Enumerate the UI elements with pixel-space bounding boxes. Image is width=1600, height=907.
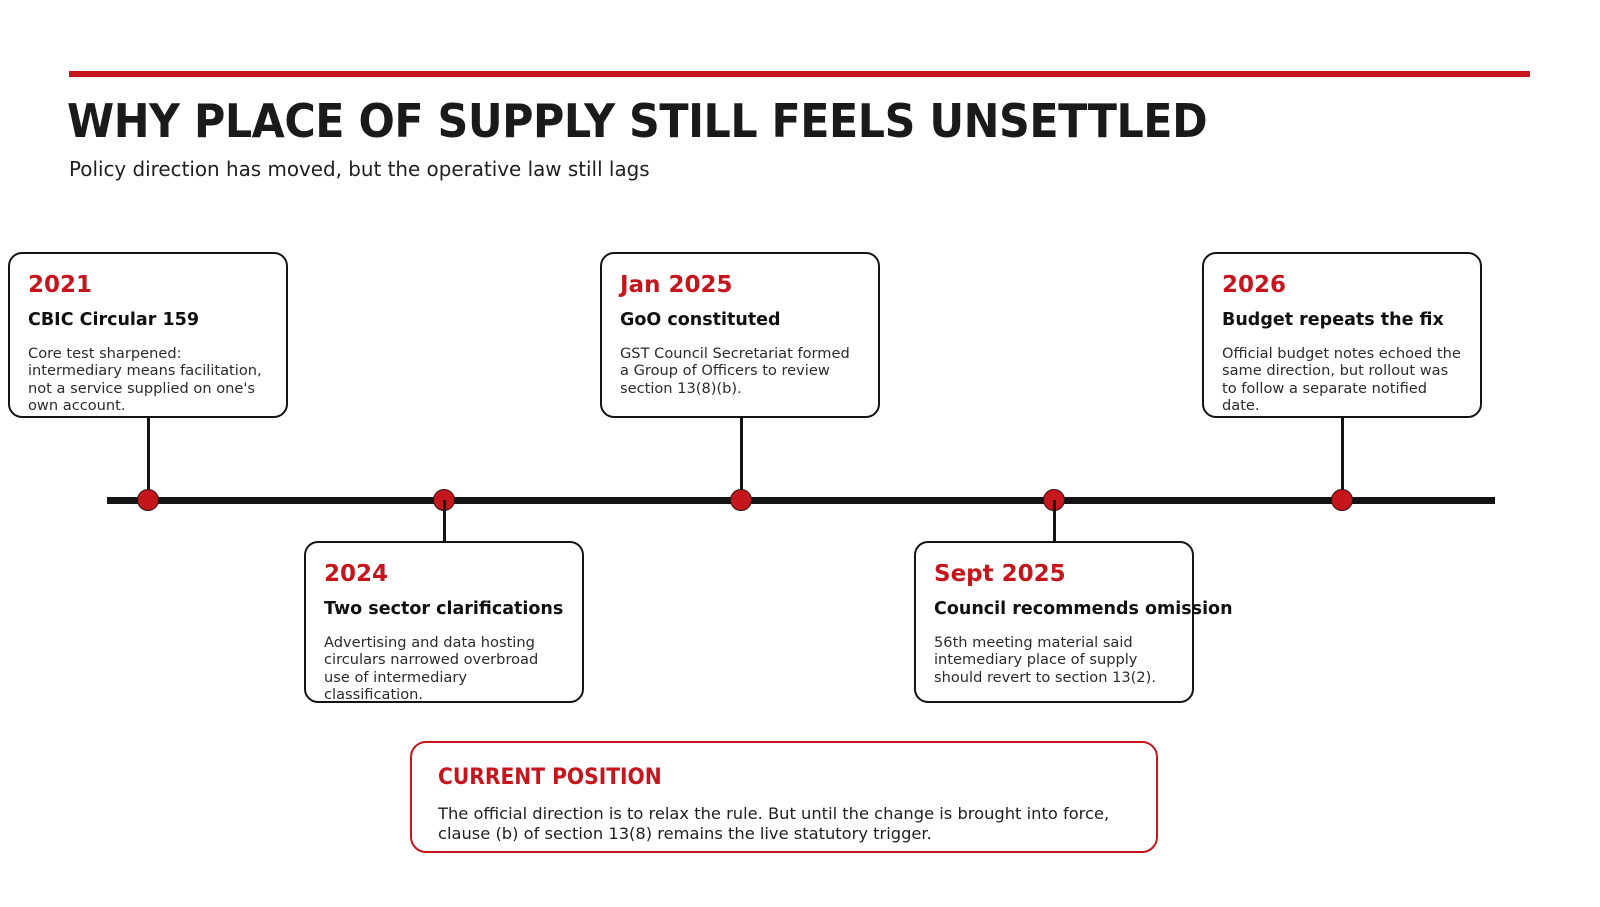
card-body: 56th meeting material said intemediary p…: [934, 634, 1156, 686]
timeline-stem-sept-2025: [1052, 500, 1056, 543]
timeline-card-2024: 2024 Two sector clarifications Advertisi…: [304, 541, 584, 703]
page-title: WHY PLACE OF SUPPLY STILL FEELS UNSETTLE…: [67, 94, 1208, 148]
timeline-card-jan-2025: Jan 2025 GoO constituted GST Council Sec…: [600, 252, 880, 418]
card-year: 2021: [28, 272, 93, 298]
page-subtitle: Policy direction has moved, but the oper…: [69, 157, 650, 181]
card-body: GST Council Secretariat formed a Group o…: [620, 345, 850, 397]
card-body: Official budget notes echoed the same di…: [1222, 345, 1461, 415]
timeline-stem-2024: [442, 500, 446, 543]
card-body: Core test sharpened: intermediary means …: [28, 345, 262, 415]
card-headline: Budget repeats the fix: [1222, 310, 1444, 330]
timeline-stem-2026: [1340, 418, 1344, 500]
header-accent-rule: [69, 71, 1530, 77]
card-headline: Two sector clarifications: [324, 599, 564, 619]
timeline-node-jan-2025: [730, 489, 752, 511]
timeline-node-2021: [137, 489, 159, 511]
callout-body: The official direction is to relax the r…: [438, 804, 1110, 843]
timeline-axis: [107, 497, 1495, 504]
current-position-callout: CURRENT POSITION The official direction …: [410, 741, 1158, 853]
card-headline: CBIC Circular 159: [28, 310, 199, 330]
card-year: Jan 2025: [620, 272, 733, 298]
card-year: Sept 2025: [934, 561, 1066, 587]
card-headline: GoO constituted: [620, 310, 781, 330]
card-year: 2026: [1222, 272, 1287, 298]
card-year: 2024: [324, 561, 389, 587]
timeline-card-2021: 2021 CBIC Circular 159 Core test sharpen…: [8, 252, 288, 418]
timeline-stem-2021: [146, 418, 150, 500]
callout-title: CURRENT POSITION: [438, 765, 662, 790]
timeline-card-2026: 2026 Budget repeats the fix Official bud…: [1202, 252, 1482, 418]
timeline-node-2026: [1331, 489, 1353, 511]
timeline-stem-jan-2025: [739, 418, 743, 500]
timeline-card-sept-2025: Sept 2025 Council recommends omission 56…: [914, 541, 1233, 703]
card-headline: Council recommends omission: [934, 599, 1233, 619]
card-body: Advertising and data hosting circulars n…: [324, 634, 539, 704]
